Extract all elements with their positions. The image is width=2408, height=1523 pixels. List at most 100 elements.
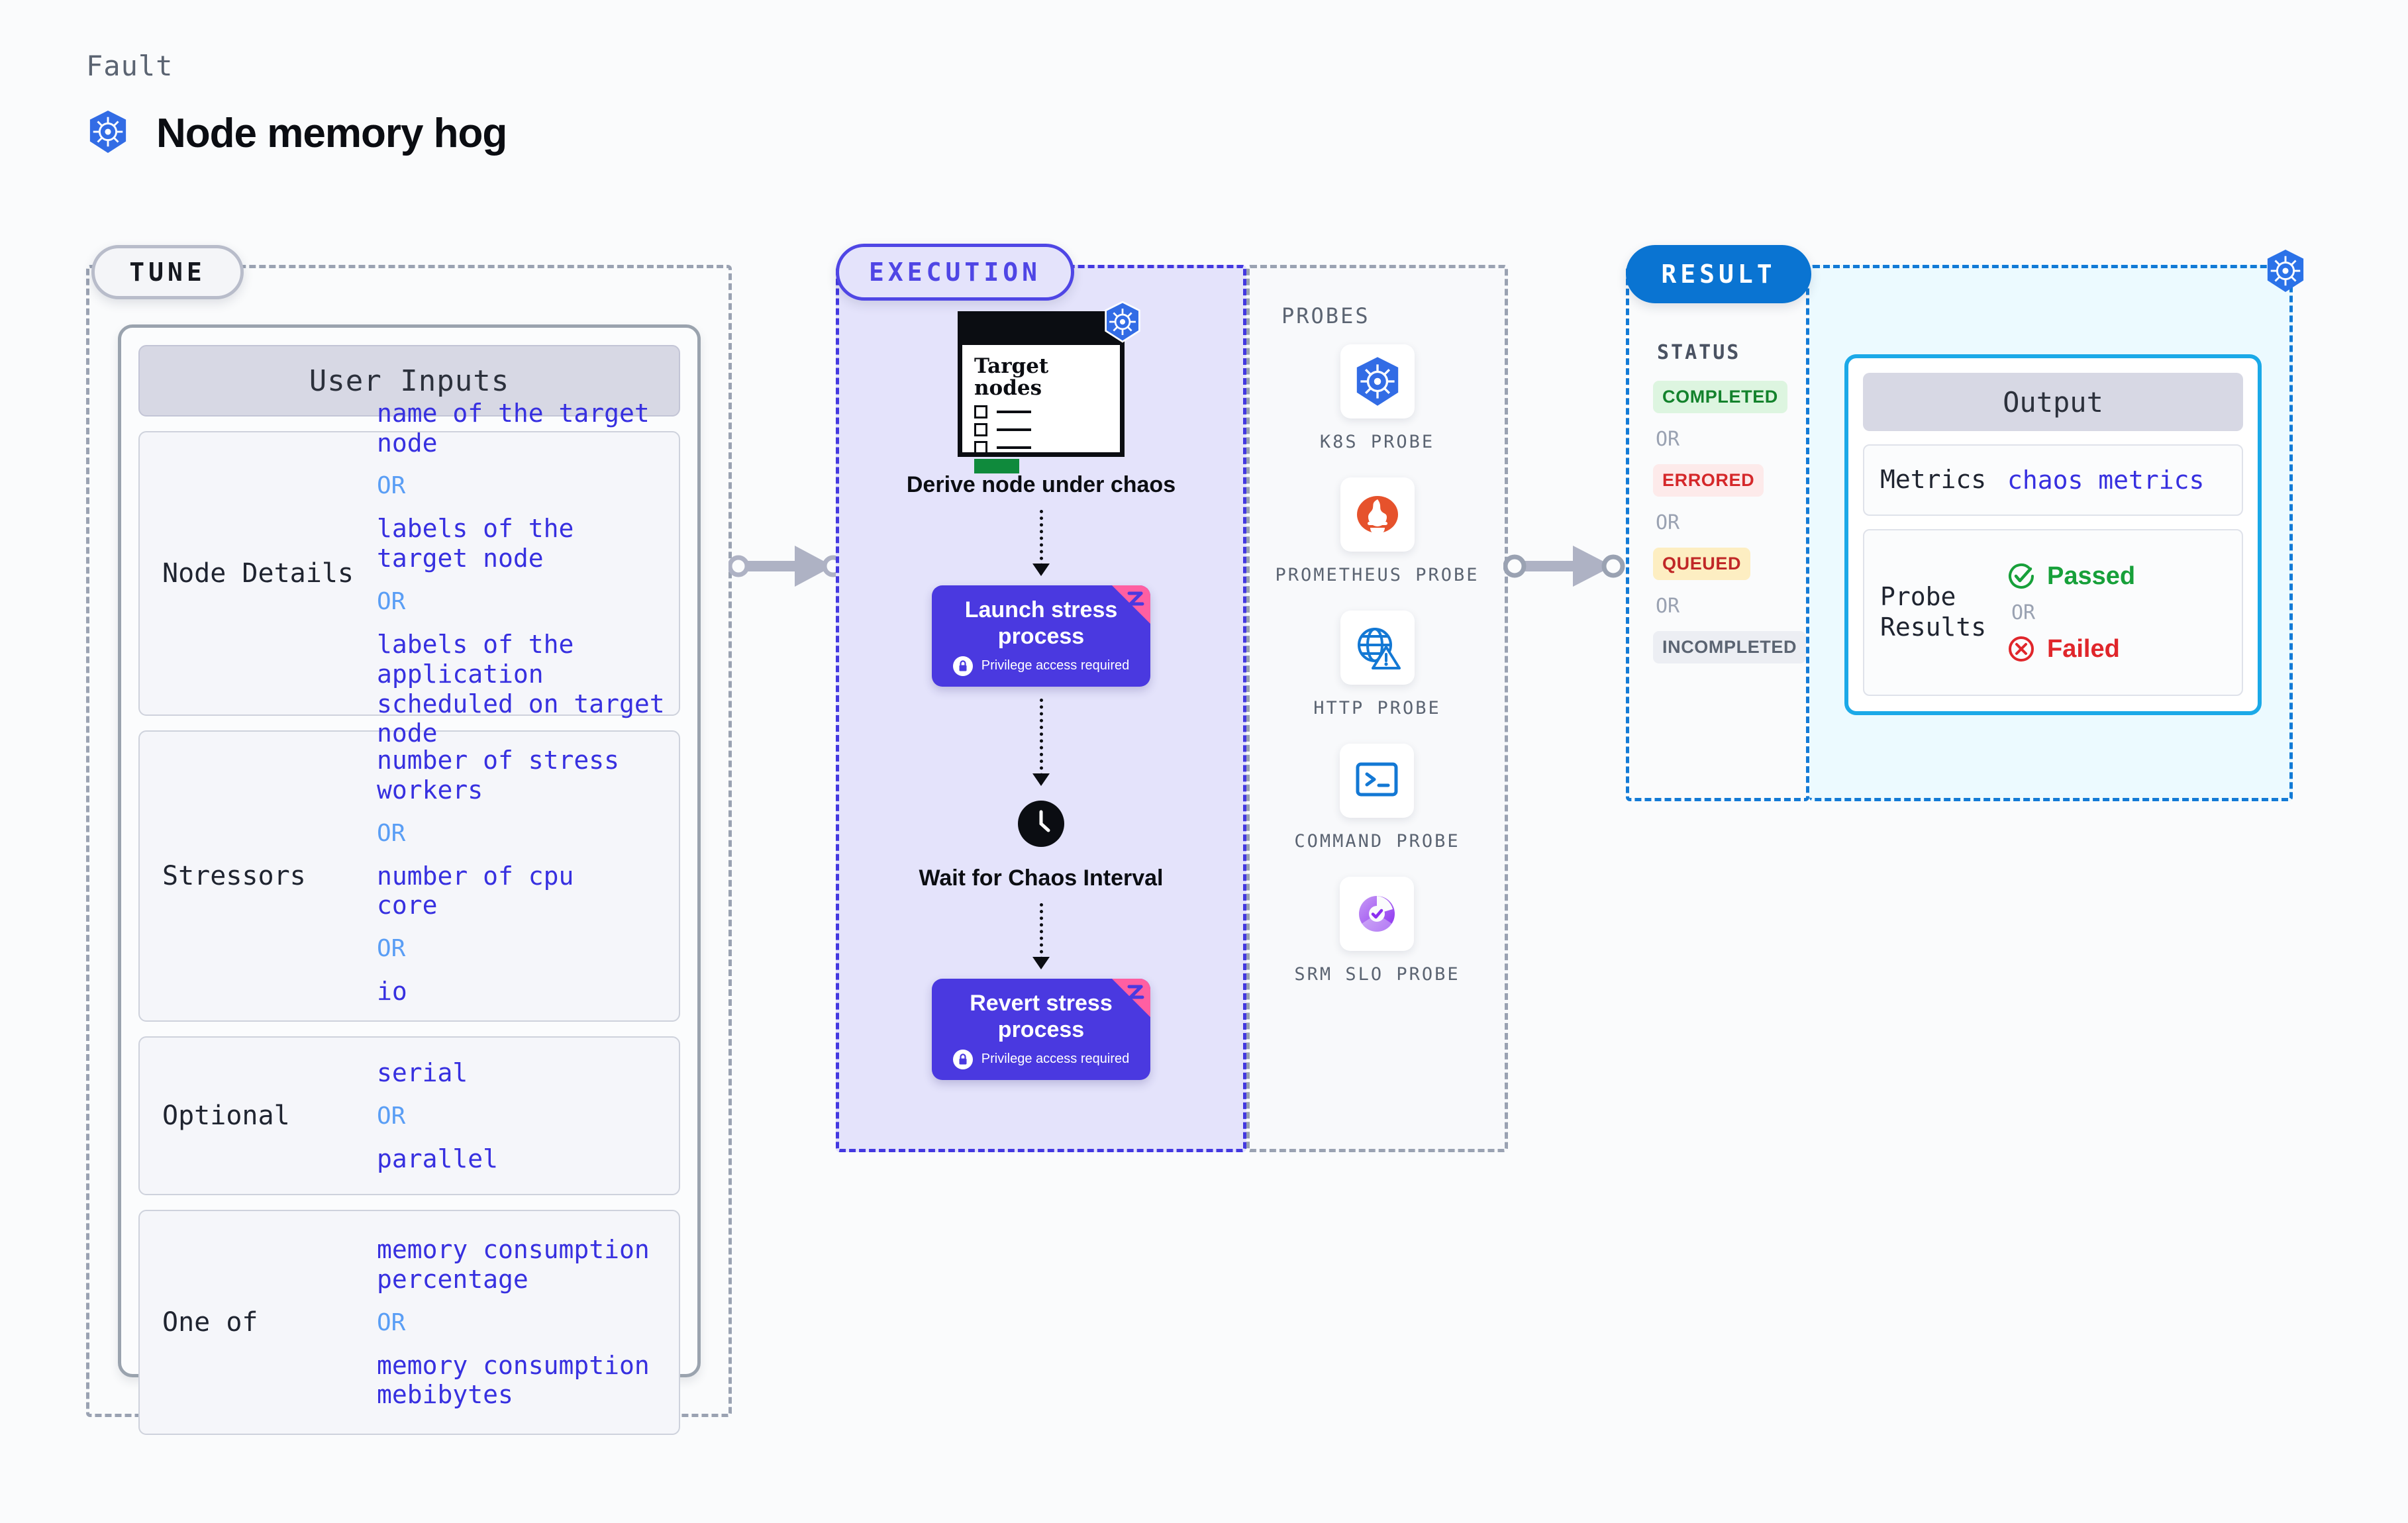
or-separator: OR	[377, 1308, 406, 1336]
checkbox-icon	[974, 423, 987, 437]
kubernetes-icon	[87, 109, 128, 158]
input-row-values: serial OR parallel	[377, 1058, 667, 1174]
probe-passed-label: Passed	[2047, 562, 2136, 590]
probe-item-prometheus[interactable]: PROMETHEUS PROBE	[1275, 477, 1479, 587]
step-caption-derive-node: Derive node under chaos	[906, 472, 1176, 497]
list-line	[997, 411, 1031, 414]
page-title: Node memory hog	[156, 111, 507, 156]
or-separator: OR	[1656, 428, 1680, 451]
input-value: name of the target node	[377, 398, 650, 458]
or-separator: OR	[2011, 601, 2036, 624]
list-line	[997, 428, 1031, 432]
input-value: labels of the application scheduled on t…	[377, 630, 665, 748]
step-launch-stress-process[interactable]: Launch stress process Privilege access r…	[932, 585, 1150, 687]
output-row-metrics: Metrics chaos metrics	[1863, 444, 2243, 516]
user-inputs-card: User Inputs Node Details name of the tar…	[118, 324, 701, 1435]
checkbox-icon	[974, 441, 987, 455]
connector-tune-to-execution	[728, 546, 844, 587]
fault-eyebrow: Fault	[86, 50, 174, 82]
input-row-values: number of stress workers OR number of cp…	[377, 746, 667, 1007]
probe-item-k8s[interactable]: K8S PROBE	[1320, 344, 1434, 454]
input-row-one-of: One of memory consumption percentage OR …	[138, 1210, 680, 1435]
input-value: number of stress workers	[377, 745, 620, 805]
step-caption-wait-chaos: Wait for Chaos Interval	[919, 865, 1164, 891]
input-row-values: name of the target node OR labels of the…	[377, 399, 667, 749]
step-title: Revert stress process	[970, 991, 1113, 1042]
probe-label: PROMETHEUS PROBE	[1275, 565, 1480, 586]
execution-chip[interactable]: EXECUTION	[836, 244, 1074, 301]
input-row-label: Node Details	[162, 558, 354, 589]
input-row-optional: Optional serial OR parallel	[138, 1036, 680, 1195]
input-value: labels of the target node	[377, 514, 574, 573]
result-status-region	[1626, 265, 1809, 801]
kubernetes-icon	[1103, 301, 1142, 346]
target-nodes-card: Target nodes	[958, 301, 1140, 474]
or-separator: OR	[377, 1102, 406, 1130]
probe-failed-label: Failed	[2047, 634, 2120, 663]
output-metrics-label: Metrics	[1880, 465, 1987, 495]
input-row-node-details: Node Details name of the target node OR …	[138, 399, 680, 748]
prometheus-icon	[1356, 496, 1398, 536]
output-probe-label: Probe Results	[1880, 582, 1987, 642]
probe-label: HTTP PROBE	[1313, 698, 1441, 719]
input-row-label: Stressors	[162, 861, 306, 891]
or-separator: OR	[377, 935, 406, 963]
ribbon-icon	[1112, 585, 1150, 624]
status-badge-completed: COMPLETED	[1653, 381, 1787, 413]
input-row-stressors: Stressors number of stress workers OR nu…	[138, 730, 680, 1022]
kubernetes-icon	[1356, 357, 1398, 406]
probe-result-failed: Failed	[2007, 635, 2135, 663]
step-subtitle: Privilege access required	[981, 658, 1130, 673]
user-inputs-title: User Inputs	[138, 345, 680, 417]
kubernetes-icon	[2265, 248, 2306, 297]
probe-result-values: Passed OR Failed	[2007, 562, 2135, 663]
flow-arrow	[1032, 510, 1050, 577]
lock-icon	[952, 656, 973, 676]
output-metrics-value: chaos metrics	[2007, 466, 2205, 495]
probe-label: SRM SLO PROBE	[1294, 964, 1460, 985]
or-separator: OR	[377, 472, 406, 500]
status-badge-queued: QUEUED	[1653, 548, 1751, 580]
status-badge-errored: ERRORED	[1653, 464, 1764, 497]
or-separator: OR	[377, 588, 406, 615]
target-nodes-list	[974, 405, 1108, 474]
or-separator: OR	[1656, 595, 1680, 618]
flow-arrow	[1032, 698, 1050, 786]
checkbox-icon	[974, 405, 987, 419]
output-title: Output	[1863, 373, 2243, 431]
probes-title: PROBES	[1281, 303, 1370, 328]
or-separator: OR	[377, 819, 406, 847]
input-row-values: memory consumption percentage OR memory …	[377, 1235, 667, 1410]
target-nodes-title: Target nodes	[974, 354, 1049, 400]
input-value: serial	[377, 1057, 468, 1087]
step-title: Launch stress process	[964, 597, 1118, 649]
ribbon-icon	[1112, 979, 1150, 1018]
card-titlebar	[962, 316, 1120, 345]
fault-title-row: Node memory hog	[87, 109, 507, 158]
step-wait-chaos-interval	[1018, 800, 1064, 850]
tune-chip[interactable]: TUNE	[91, 245, 244, 299]
globe-warning-icon	[1357, 628, 1401, 670]
slo-gauge-icon	[1359, 896, 1395, 933]
input-row-label: Optional	[162, 1101, 290, 1131]
status-list: COMPLETED OR ERRORED OR QUEUED OR INCOMP…	[1653, 381, 1812, 663]
probe-item-http[interactable]: HTTP PROBE	[1313, 611, 1441, 720]
execution-flow: Target nodes	[836, 301, 1246, 1080]
input-value: io	[377, 977, 407, 1007]
probe-item-srm-slo[interactable]: SRM SLO PROBE	[1294, 877, 1460, 986]
input-value: parallel	[377, 1144, 499, 1173]
confirm-bar	[974, 459, 1019, 474]
step-revert-stress-process[interactable]: Revert stress process Privilege access r…	[932, 979, 1150, 1080]
probe-result-passed: Passed	[2007, 562, 2135, 591]
probe-label: COMMAND PROBE	[1294, 831, 1460, 852]
connector-execution-to-result	[1503, 546, 1625, 587]
output-card: Output Metrics chaos metrics Probe Resul…	[1844, 354, 2262, 715]
status-badge-incompleted: INCOMPLETED	[1653, 631, 1807, 663]
result-chip[interactable]: RESULT	[1626, 245, 1811, 303]
check-circle-icon	[2009, 564, 2034, 589]
input-value: number of cpu core	[377, 861, 574, 920]
probe-item-command[interactable]: COMMAND PROBE	[1294, 744, 1460, 853]
probes-list: K8S PROBE PROMETHEUS PROBE	[1246, 344, 1508, 1010]
input-value: memory consumption mebibytes	[377, 1350, 650, 1410]
